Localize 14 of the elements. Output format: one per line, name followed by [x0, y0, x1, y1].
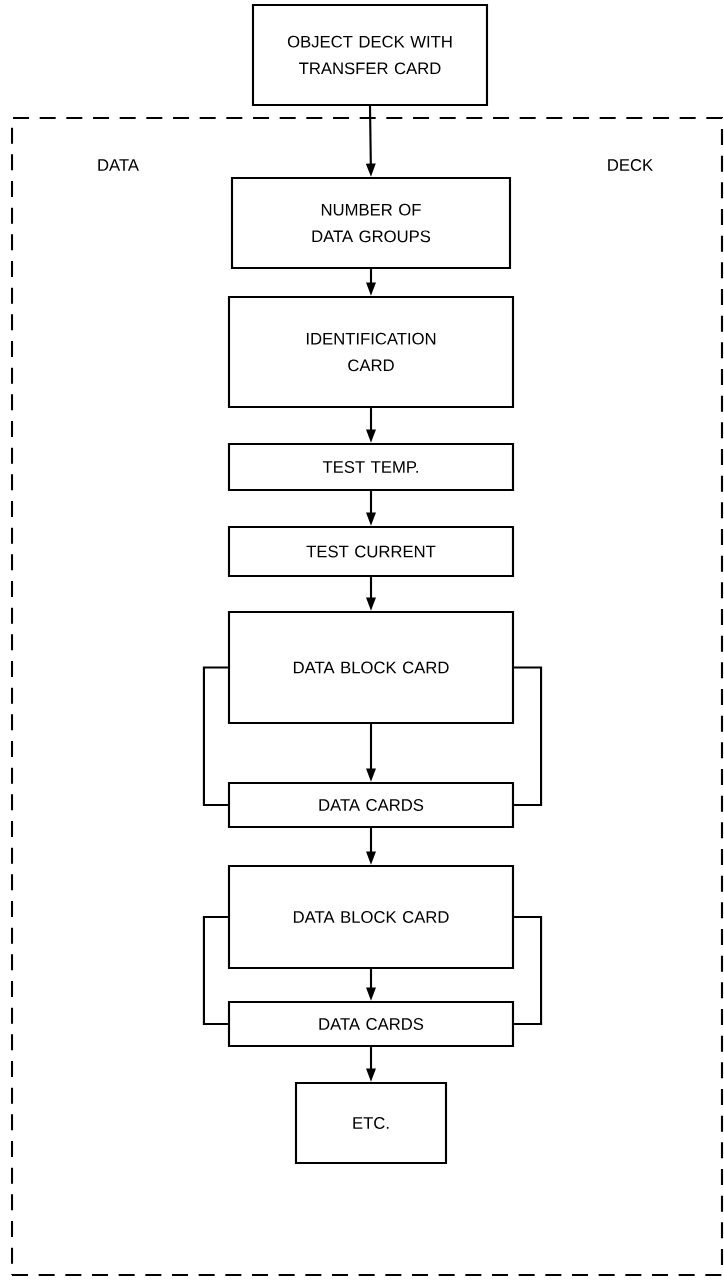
process-box: OBJECT DECK WITH TRANSFER CARD	[251, 3, 489, 107]
process-box: DATA CARDS	[227, 1000, 515, 1048]
process-box: NUMBER OF DATA GROUPS	[230, 176, 512, 270]
process-box: DATA BLOCK CARD	[227, 864, 515, 970]
bracket-line	[202, 666, 228, 807]
process-box: IDENTIFICATION CARD	[227, 295, 515, 409]
process-box: TEST CURRENT	[227, 525, 515, 578]
bracket-line	[514, 915, 543, 1026]
process-box: DATA CARDS	[227, 781, 515, 829]
process-box: DATA BLOCK CARD	[227, 610, 515, 725]
bracket-line	[202, 915, 228, 1026]
bracket-line	[514, 666, 543, 807]
process-box: ETC.	[294, 1081, 448, 1165]
process-box: TEST TEMP.	[227, 442, 515, 492]
